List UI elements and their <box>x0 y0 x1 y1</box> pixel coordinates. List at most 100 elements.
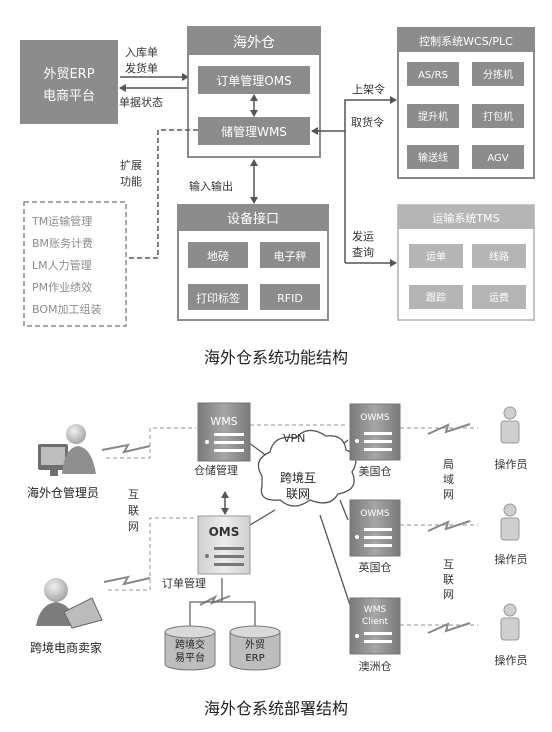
label-ship2: 查询 <box>352 245 374 259</box>
db2-line1: 外贸 <box>245 639 265 651</box>
internet-right-char: 互 <box>443 558 454 571</box>
lightning-icon <box>427 622 471 634</box>
server-caption: 美国仓 <box>359 464 392 478</box>
extension-item: BOM加工组装 <box>32 302 102 316</box>
lightning-icons <box>101 423 471 634</box>
operator-person-icon <box>500 603 520 641</box>
wms-caption: 仓储管理 <box>194 463 238 477</box>
control-item: 提升机 <box>418 110 448 123</box>
internet-right-char: 网 <box>443 588 454 601</box>
operator-icons <box>500 406 520 641</box>
operator-person-icon <box>500 503 520 541</box>
wms-server-label: WMS <box>210 415 237 428</box>
internet-left-char: 联 <box>128 504 139 517</box>
extensions-box: TM运输管理 BM账务计费 LM人力管理 PM作业绩效 BOM加工组装 <box>23 201 127 327</box>
transport-item: 跟踪 <box>426 291 446 304</box>
label-extend2: 功能 <box>120 174 142 188</box>
trade-platform-database-icon: 跨境交 易平台 <box>164 625 216 671</box>
lan-char: 局 <box>443 458 454 471</box>
arrow-to-control <box>312 96 397 132</box>
oms-server-label: OMS <box>209 525 240 539</box>
lan-char: 域 <box>443 473 454 486</box>
oms-caption: 订单管理 <box>162 576 206 590</box>
trade-erp-database-icon: 外贸 ERP <box>229 625 281 671</box>
network-links <box>106 424 478 626</box>
transport-title: 运输系统TMS <box>432 211 499 225</box>
db-links <box>189 578 256 630</box>
operator-label: 操作员 <box>495 653 528 667</box>
server-caption: 澳洲仓 <box>359 659 392 673</box>
lan-char: 网 <box>443 488 454 501</box>
label-status: 单据状态 <box>119 95 163 109</box>
internet-cloud: 跨境互 联网 <box>257 429 357 507</box>
vpn-label: VPN <box>283 432 305 445</box>
operator-label: 操作员 <box>495 457 528 471</box>
oms-module: 订单管理OMS <box>216 73 291 88</box>
control-item: 输送线 <box>418 151 448 164</box>
erp-box: 外贸ERP 电商平台 <box>20 40 118 124</box>
server-caption: 英国仓 <box>359 560 392 574</box>
warehouse-box: 海外仓 订单管理OMS 储管理WMS <box>187 26 321 158</box>
lightning-icon <box>427 520 471 532</box>
owms-uk-server: OWMS <box>349 499 401 557</box>
operator-person-icon <box>500 406 520 444</box>
label-outbound: 发货单 <box>125 61 158 75</box>
label-pick: 取货令 <box>351 115 384 129</box>
lightning-icon <box>427 423 471 435</box>
db1-line2: 易平台 <box>175 651 205 664</box>
label-ship1: 发运 <box>352 229 374 243</box>
lightning-icon <box>103 575 151 586</box>
caption-function: 海外仓系统功能结构 <box>204 348 348 367</box>
cloud-line1: 跨境互 <box>280 470 316 485</box>
transport-system-box: 运输系统TMS 运单 线路 跟踪 运费 <box>397 204 535 321</box>
wms-server: WMS <box>197 402 251 462</box>
server-label: OWMS <box>360 413 390 423</box>
erp-line1: 外贸ERP <box>43 67 94 82</box>
manager-person-icon <box>38 424 96 476</box>
extension-item: LM人力管理 <box>32 258 92 272</box>
transport-item: 运单 <box>426 251 446 263</box>
seller-label: 跨境电商卖家 <box>30 640 102 655</box>
control-title: 控制系统WCS/PLC <box>419 34 513 48</box>
db2-line2: ERP <box>245 653 264 664</box>
server-label: OWMS <box>360 509 390 519</box>
caption-deployment: 海外仓系统部署结构 <box>204 699 348 718</box>
extension-item: PM作业绩效 <box>32 280 92 294</box>
control-item: 打包机 <box>483 110 513 123</box>
server-label: WMS <box>364 605 387 615</box>
equipment-title: 设备接口 <box>227 211 279 227</box>
operator-label: 操作员 <box>495 552 528 566</box>
internet-left-char: 网 <box>128 520 139 533</box>
equipment-item: 地磅 <box>207 249 229 263</box>
owms-us-server: OWMS <box>349 403 401 461</box>
dashed-extend-line <box>128 129 198 259</box>
db1-line1: 跨境交 <box>175 638 205 651</box>
equipment-item: RFID <box>277 292 303 305</box>
server-label: Client <box>362 617 389 627</box>
equipment-box: 设备接口 地磅 电子秤 打印标签 RFID <box>177 204 329 321</box>
label-put: 上架令 <box>352 82 385 96</box>
control-system-box: 控制系统WCS/PLC AS/RS 分拣机 提升机 打包机 输送线 AGV <box>397 27 535 179</box>
lightning-icon <box>101 443 151 454</box>
extension-item: BM账务计费 <box>32 237 93 250</box>
equipment-item: 电子秤 <box>274 250 307 263</box>
seller-person-icon <box>36 578 103 629</box>
warehouse-title: 海外仓 <box>233 35 275 51</box>
internet-right-char: 联 <box>443 573 454 586</box>
oms-server: OMS <box>197 515 251 575</box>
control-item: AS/RS <box>418 70 448 81</box>
extension-item: TM运输管理 <box>31 214 92 228</box>
equipment-item: 打印标签 <box>196 291 240 305</box>
cloud-line2: 联网 <box>286 487 310 501</box>
lightning-icon <box>199 594 231 606</box>
internet-left-char: 互 <box>128 488 139 501</box>
label-extend1: 扩展 <box>120 158 142 172</box>
control-item: AGV <box>487 153 508 164</box>
transport-item: 运费 <box>489 291 509 304</box>
wms-module: 储管理WMS <box>221 124 287 139</box>
label-io: 输入输出 <box>189 179 233 193</box>
label-inbound: 入库单 <box>125 46 158 59</box>
erp-line2: 电商平台 <box>43 89 95 104</box>
transport-item: 线路 <box>489 250 509 263</box>
